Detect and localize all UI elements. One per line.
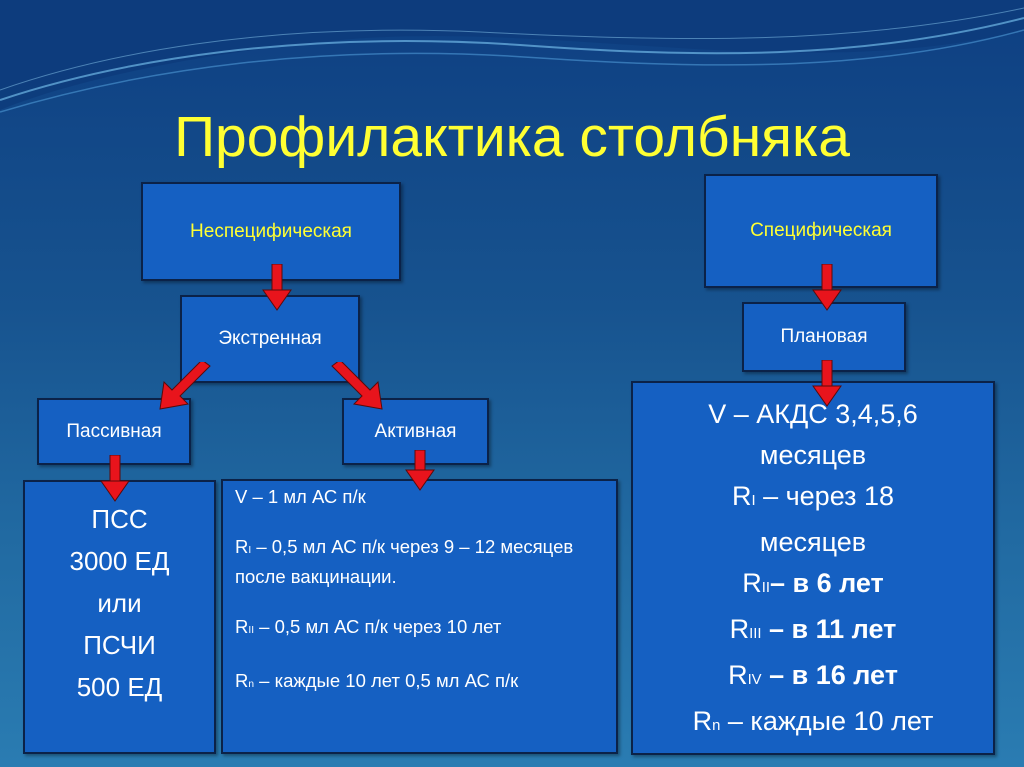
- passive-detail-line: 500 ЕД: [76, 672, 163, 702]
- arrow-icon: [812, 360, 842, 407]
- box-passive-detail: ПСС 3000 ЕД или ПСЧИ 500 ЕД: [23, 480, 216, 754]
- box-active-label: Активная: [374, 420, 457, 442]
- planned-detail-line: месяцев: [759, 527, 867, 557]
- box-specific-label: Специфическая: [750, 220, 892, 241]
- box-nonspecific-label: Неспецифическая: [190, 220, 352, 242]
- active-detail-item: V – 1 мл АС п/к: [235, 486, 366, 507]
- arrow-icon: [100, 455, 130, 502]
- planned-detail-line: RII– в 6 лет: [742, 568, 884, 598]
- active-detail-item: Rn – каждые 10 лет 0,5 мл АС п/к: [235, 670, 519, 691]
- arrow-icon: [331, 362, 383, 410]
- passive-detail-line: ПСЧИ: [83, 630, 156, 660]
- box-specific: Специфическая: [704, 174, 938, 288]
- box-emergency: Экстренная: [180, 295, 360, 383]
- planned-detail-line: RIV – в 16 лет: [728, 660, 898, 690]
- active-detail-item: RI – 0,5 мл АС п/к через 9 – 12 месяцев …: [235, 536, 574, 587]
- arrow-icon: [262, 264, 292, 311]
- arrow-icon: [405, 450, 435, 491]
- planned-detail-line: RI – через 18: [731, 481, 895, 511]
- planned-detail-line: Rn – каждые 10 лет: [692, 706, 934, 736]
- box-nonspecific: Неспецифическая: [141, 182, 401, 281]
- slide-title: Профилактика столбняка: [174, 105, 850, 169]
- planned-detail-line: месяцев: [759, 440, 867, 470]
- box-passive: Пассивная: [37, 398, 191, 465]
- active-detail-item: RII – 0,5 мл АС п/к через 10 лет: [235, 616, 502, 637]
- arrow-icon: [812, 264, 842, 311]
- box-active-detail: V – 1 мл АС п/к RI – 0,5 мл АС п/к через…: [221, 479, 618, 754]
- arrow-icon: [159, 362, 211, 410]
- passive-detail-line: или: [97, 588, 142, 618]
- background-wave: [0, 0, 1024, 113]
- passive-detail-line: 3000 ЕД: [69, 546, 170, 576]
- passive-detail-line: ПСС: [91, 504, 148, 534]
- box-emergency-label: Экстренная: [218, 328, 322, 349]
- box-passive-label: Пассивная: [66, 420, 162, 442]
- planned-detail-line: RIII – в 11 лет: [729, 614, 897, 644]
- box-planned-label: Плановая: [780, 326, 868, 347]
- box-planned-detail: V – АКДС 3,4,5,6 месяцев RI – через 18 м…: [631, 381, 995, 755]
- planned-detail-line: V – АКДС 3,4,5,6: [708, 399, 918, 429]
